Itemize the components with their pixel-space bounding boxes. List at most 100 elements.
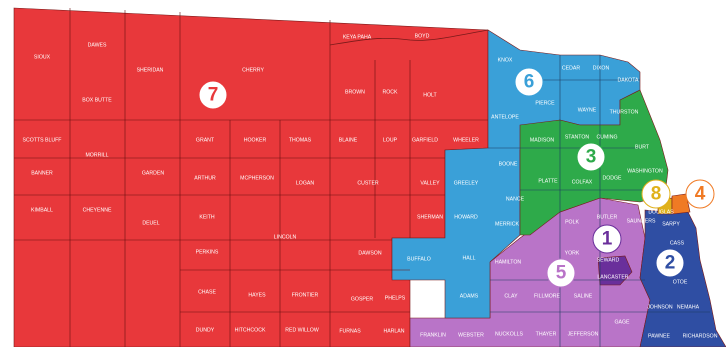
- county-label-merrick: MERRICK: [495, 221, 519, 227]
- county-label-gosper: GOSPER: [351, 296, 373, 302]
- county-label-hooker: HOOKER: [244, 137, 267, 143]
- county-label-burt: BURT: [635, 144, 650, 150]
- county-label-platte: PLATTE: [538, 178, 558, 184]
- county-label-antelope: ANTELOPE: [491, 114, 519, 120]
- county-label-rock: ROCK: [383, 89, 399, 95]
- county-label-valley: VALLEY: [420, 180, 440, 186]
- county-label-dakota: DAKOTA: [618, 77, 639, 83]
- county-label-pawnee: PAWNEE: [648, 333, 670, 339]
- region-badge-2[interactable]: 2: [655, 248, 685, 278]
- county-label-dawson: DAWSON: [358, 250, 381, 256]
- county-label-perkins: PERKINS: [196, 249, 219, 255]
- region-badges: 7 6 3 8 4 1 2 5: [198, 67, 715, 288]
- region-badge-1[interactable]: 1: [592, 224, 622, 254]
- county-label-boone: BOONE: [499, 161, 518, 167]
- region-number-8: 8: [651, 184, 662, 205]
- county-boundaries: [14, 8, 488, 347]
- county-label-johnson: JOHNSON: [647, 304, 673, 310]
- county-label-adams: ADAMS: [460, 293, 479, 299]
- county-label-banner: BANNER: [31, 170, 53, 176]
- county-label-saunders: SAUNDERS: [627, 218, 656, 224]
- county-label-lancaster: LANCASTER: [597, 274, 628, 280]
- county-label-gage: GAGE: [615, 319, 631, 325]
- county-label-thomas: THOMAS: [289, 137, 312, 143]
- county-label-dodge: DODGE: [602, 175, 622, 181]
- region-badge-4[interactable]: 4: [685, 179, 715, 209]
- county-label-lincoln: LINCOLN: [274, 234, 297, 240]
- region-badge-8[interactable]: 8: [641, 179, 671, 209]
- county-label-jefferson: JEFFERSON: [568, 331, 599, 337]
- county-label-brown: BROWN: [345, 89, 365, 95]
- county-label-mcpherson: MCPHERSON: [240, 175, 274, 181]
- region-badge-3[interactable]: 3: [576, 142, 606, 172]
- region-number-7: 7: [208, 85, 219, 106]
- county-label-deuel: DEUEL: [142, 220, 159, 226]
- county-label-dawes: DAWES: [88, 42, 107, 48]
- county-label-hitchcock: HITCHCOCK: [235, 327, 266, 333]
- county-label-clay: CLAY: [504, 293, 518, 299]
- region-badge-6[interactable]: 6: [514, 67, 544, 97]
- county-label-custer: CUSTER: [357, 180, 379, 186]
- county-label-polk: POLK: [565, 219, 579, 225]
- county-label-madison: MADISON: [530, 137, 554, 143]
- region-number-6: 6: [524, 72, 535, 93]
- county-label-colfax: COLFAX: [572, 179, 593, 185]
- county-label-webster: WEBSTER: [458, 332, 484, 338]
- region-badge-7[interactable]: 7: [198, 80, 228, 110]
- county-label-thurston: THURSTON: [610, 109, 639, 115]
- county-label-hall: HALL: [463, 255, 476, 261]
- county-label-box-butte: BOX BUTTE: [82, 97, 112, 103]
- county-label-kearney: KEARNEY: [416, 295, 441, 301]
- county-label-hamilton: HAMILTON: [495, 259, 522, 265]
- region-2-area[interactable]: [639, 207, 726, 347]
- county-label-scotts-bluff: SCOTTS BLUFF: [23, 137, 62, 143]
- region-number-3: 3: [586, 147, 597, 168]
- county-label-otoe: OTOE: [673, 279, 688, 285]
- region-number-5: 5: [556, 263, 567, 284]
- county-label-dixon: DIXON: [593, 65, 610, 71]
- county-label-franklin: FRANKLIN: [420, 332, 446, 338]
- region-number-2: 2: [665, 253, 676, 274]
- region-number-4: 4: [695, 184, 706, 205]
- county-label-sheridan: SHERIDAN: [137, 67, 164, 73]
- county-label-butler: BUTLER: [597, 214, 618, 220]
- county-label-grant: GRANT: [196, 137, 215, 143]
- county-label-harlan: HARLAN: [383, 328, 404, 334]
- county-label-nemaha: NEMAHA: [677, 304, 700, 310]
- county-label-nance: NANCE: [506, 196, 525, 202]
- county-label-chase: CHASE: [198, 289, 216, 295]
- county-label-sherman: SHERMAN: [417, 214, 443, 220]
- county-label-arthur: ARTHUR: [194, 175, 216, 181]
- county-label-kimball: KIMBALL: [31, 207, 53, 213]
- niobrara-river: [329, 29, 489, 46]
- county-label-loup: LOUP: [383, 137, 398, 143]
- county-label-fillmore: FILLMORE: [534, 293, 560, 299]
- region-1-area[interactable]: [597, 255, 633, 286]
- county-label-cheyenne: CHEYENNE: [83, 207, 112, 213]
- region-4-area[interactable]: [671, 193, 691, 215]
- county-label-cedar: CEDAR: [562, 65, 580, 71]
- county-label-frontier: FRONTIER: [292, 292, 319, 298]
- county-label-thayer: THAYER: [536, 331, 557, 337]
- county-label-sarpy: SARPY: [662, 221, 680, 227]
- county-label-hayes: HAYES: [248, 292, 266, 298]
- county-label-cherry: CHERRY: [242, 67, 264, 73]
- county-label-morrill: MORRILL: [85, 152, 108, 158]
- county-label-nuckolls: NUCKOLLS: [495, 331, 524, 337]
- county-label-wheeler: WHEELER: [453, 137, 479, 143]
- county-label-washington: WASHINGTON: [627, 168, 663, 174]
- county-label-logan: LOGAN: [296, 180, 314, 186]
- county-label-saline: SALINE: [574, 293, 593, 299]
- county-label-sioux: SIOUX: [34, 54, 51, 60]
- region-badge-5[interactable]: 5: [546, 258, 576, 288]
- county-label-greeley: GREELEY: [454, 180, 479, 186]
- county-label-howard: HOWARD: [454, 214, 478, 220]
- county-label-red-willow: RED WILLOW: [285, 327, 319, 333]
- county-label-holt: HOLT: [423, 92, 437, 98]
- county-label-york: YORK: [565, 250, 580, 256]
- county-label-boyd: BOYD: [415, 33, 430, 39]
- region-number-1: 1: [602, 229, 613, 250]
- county-label-garfield: GARFIELD: [412, 137, 438, 143]
